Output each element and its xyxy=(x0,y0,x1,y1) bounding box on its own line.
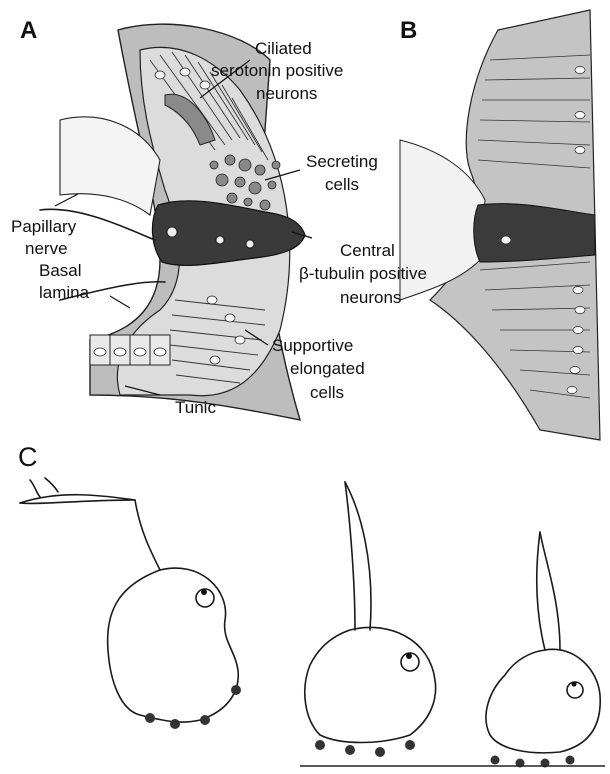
panel-c-illustration xyxy=(20,478,605,768)
label-ciliated-1: Ciliated xyxy=(255,39,312,58)
label-basal-2: lamina xyxy=(39,283,90,302)
label-secreting-1: Secreting xyxy=(306,152,378,171)
label-ciliated-2: serotonin positive xyxy=(211,61,343,80)
label-supportive-1: Supportive xyxy=(272,336,353,355)
label-ciliated-3: neurons xyxy=(256,84,317,103)
label-secreting-2: cells xyxy=(325,175,359,194)
label-supportive-2: elongated xyxy=(290,359,365,378)
label-supportive-3: cells xyxy=(310,383,344,402)
panel-b-illustration xyxy=(400,10,600,440)
label-papillary-1: Papillary xyxy=(11,217,77,236)
label-tunic: Tunic xyxy=(175,398,216,417)
label-central-2: β-tubulin positive xyxy=(299,264,427,283)
panel-b-letter: B xyxy=(400,17,417,44)
label-central-3: neurons xyxy=(340,288,401,307)
label-central-1: Central xyxy=(340,241,395,260)
label-basal-1: Basal xyxy=(39,261,82,280)
label-papillary-2: nerve xyxy=(25,239,68,258)
panel-a-letter: A xyxy=(20,17,37,44)
panel-c-letter: C xyxy=(18,442,38,472)
